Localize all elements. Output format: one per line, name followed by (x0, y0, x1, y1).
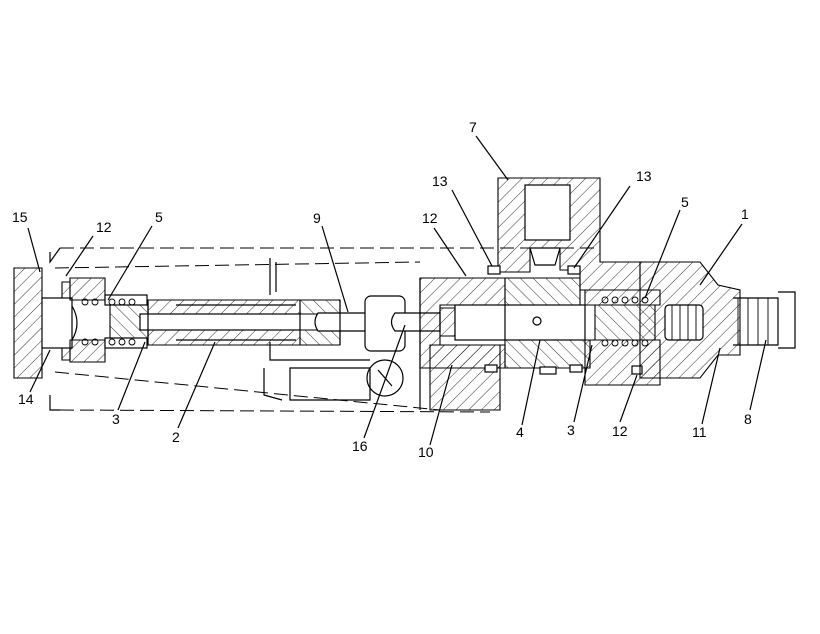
callout-12: 12 (422, 210, 438, 226)
callout-3: 3 (567, 422, 575, 438)
callout-11: 11 (692, 424, 707, 440)
plunger-pin (314, 295, 406, 397)
callout-7: 7 (469, 119, 477, 135)
callout-labels: 15 12 5 9 13 12 7 13 5 1 14 3 2 16 10 4 … (12, 119, 752, 460)
callout-5: 5 (155, 209, 163, 225)
callout-2: 2 (172, 429, 180, 445)
callout-4: 4 (516, 424, 524, 440)
callout-13: 13 (636, 168, 652, 184)
left-end-cap (13, 267, 78, 379)
callout-5: 5 (681, 194, 689, 210)
top-port-housing (487, 177, 641, 291)
callout-8: 8 (744, 411, 752, 427)
callout-1: 1 (741, 206, 749, 222)
callout-16: 16 (352, 438, 368, 454)
callout-10: 10 (418, 444, 434, 460)
callout-12: 12 (96, 219, 112, 235)
callout-9: 9 (313, 210, 321, 226)
leader-lines (27, 135, 767, 446)
callout-3: 3 (112, 411, 120, 427)
callout-14: 14 (18, 391, 34, 407)
central-body (419, 277, 506, 411)
piston (454, 277, 591, 375)
callout-15: 15 (12, 209, 28, 225)
left-spring-assembly (69, 277, 149, 363)
spool-stem (139, 299, 341, 346)
right-end-body (639, 261, 796, 379)
callout-13: 13 (432, 173, 448, 189)
callout-12: 12 (612, 423, 628, 439)
